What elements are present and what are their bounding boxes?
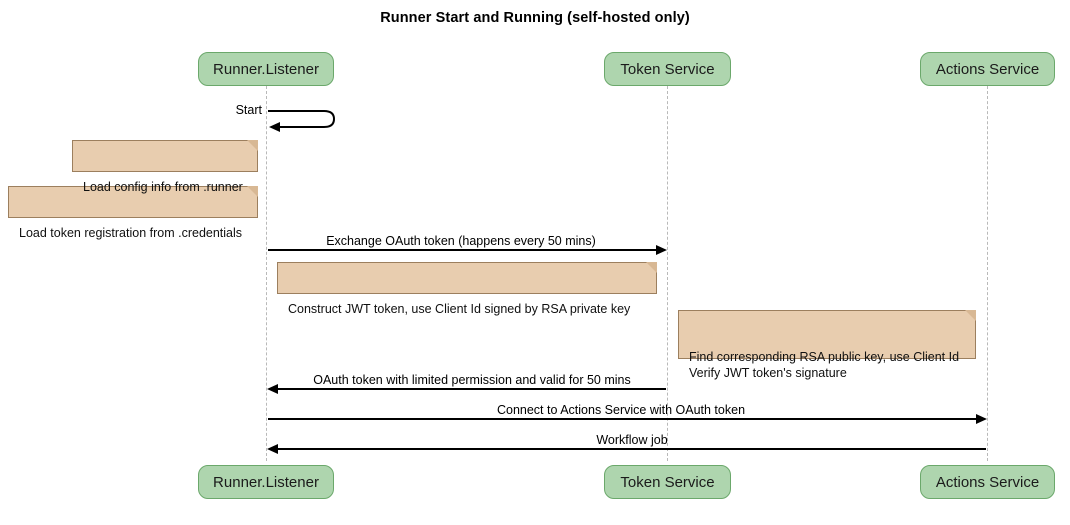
lifeline-runner xyxy=(266,86,267,461)
participant-label: Runner.Listener xyxy=(213,473,319,491)
message-label-workflow-job: Workflow job xyxy=(596,433,668,447)
arrow-head-right-icon xyxy=(656,245,667,255)
page-title: Runner Start and Running (self-hosted on… xyxy=(380,10,690,26)
note-fold-corner-icon xyxy=(247,140,258,151)
participant-token-service-bottom[interactable]: Token Service xyxy=(604,465,731,499)
message-connect-actions xyxy=(268,414,987,424)
note-fold-corner-icon xyxy=(965,310,976,321)
participant-actions-service-top[interactable]: Actions Service xyxy=(920,52,1055,86)
note-text: Load config info from .runner xyxy=(83,180,243,194)
participant-label: Actions Service xyxy=(935,60,1040,78)
message-label-exchange-oauth-token: Exchange OAuth token (happens every 50 m… xyxy=(326,234,596,248)
participant-actions-service-bottom[interactable]: Actions Service xyxy=(920,465,1055,499)
participant-runner-listener-top[interactable]: Runner.Listener xyxy=(198,52,334,86)
note-text: Load token registration from .credential… xyxy=(19,226,243,240)
message-label-start: Start xyxy=(235,103,262,117)
message-oauth-token-return xyxy=(267,384,666,394)
message-workflow-job xyxy=(267,444,986,454)
note-load-config: Load config info from .runner xyxy=(72,140,258,194)
arrow-head-right-icon xyxy=(976,414,987,424)
note-construct-jwt: Construct JWT token, use Client Id signe… xyxy=(277,262,657,316)
participant-runner-listener-bottom[interactable]: Runner.Listener xyxy=(198,465,334,499)
message-label-oauth-token-return: OAuth token with limited permission and … xyxy=(313,373,631,387)
note-fold-corner-icon xyxy=(247,186,258,197)
note-fold-corner-icon xyxy=(646,262,657,273)
participant-label: Actions Service xyxy=(935,473,1040,491)
arrow-head-left-icon xyxy=(267,384,278,394)
note-load-token-registration: Load token registration from .credential… xyxy=(8,186,258,240)
arrow-head-left-icon xyxy=(267,444,278,454)
lifeline-actions xyxy=(987,86,988,461)
note-text: Find corresponding RSA public key, use C… xyxy=(689,350,960,380)
participant-label: Token Service xyxy=(620,60,715,78)
participant-label: Runner.Listener xyxy=(213,60,319,78)
message-label-connect-actions: Connect to Actions Service with OAuth to… xyxy=(496,403,746,417)
message-exchange-oauth-token xyxy=(268,245,667,255)
self-message-start xyxy=(266,107,342,133)
participant-token-service-top[interactable]: Token Service xyxy=(604,52,731,86)
lifeline-token xyxy=(667,86,668,461)
note-text: Construct JWT token, use Client Id signe… xyxy=(288,302,631,316)
participant-label: Token Service xyxy=(620,473,715,491)
note-verify-jwt: Find corresponding RSA public key, use C… xyxy=(678,310,976,380)
